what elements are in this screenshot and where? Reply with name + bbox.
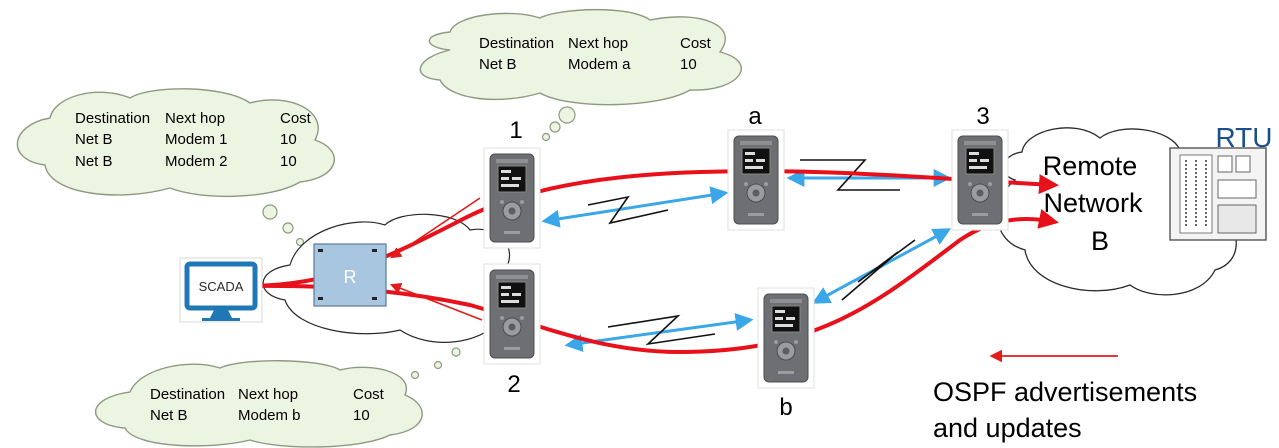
table-cell: Net B [75,153,113,170]
thought-bubble [282,222,294,234]
table-cell: 10 [280,153,297,170]
legend-label-line2: and updates [933,413,1082,443]
modem-b [757,287,815,389]
remote-network-label-line3: B [1091,226,1109,256]
routing-table-cloud-top [419,8,742,106]
node-label-2: 2 [507,371,520,398]
thought-bubble [541,132,551,142]
route-path-lower [249,209,1059,355]
scada-monitor-icon: SCADA [179,257,263,323]
router-icon: R [313,243,387,307]
table-cell: 10 [353,407,370,424]
table-cell: Net B [75,131,113,148]
thought-bubble [262,204,278,220]
rtu-icon [1169,147,1267,241]
modem-2 [483,263,541,365]
ospf-advert-arrow [390,197,481,259]
rtu-label: RTU [1215,122,1272,153]
table-cell: 10 [280,131,297,148]
routing-table-left: Destination Next hop Cost Net B Modem 1 … [75,110,312,170]
radio-link-1-a [541,186,729,228]
thought-bubble [451,347,461,357]
local-network-cloud [262,213,520,343]
table-cell: Modem b [238,407,301,424]
scada-label: SCADA [199,279,244,294]
remote-network-label-line1: Remote [1043,151,1138,181]
table-header-next-hop: Next hop [568,35,628,52]
modem-3 [951,129,1009,231]
table-header-next-hop: Next hop [165,110,225,127]
radio-link-b-3 [811,228,952,304]
table-header-next-hop: Next hop [238,386,298,403]
table-header-cost: Cost [353,386,385,403]
routing-table-cloud-bottom [95,360,423,448]
modem-1 [483,147,541,249]
thought-bubble [295,237,305,247]
routing-table-cloud-left [16,88,335,198]
routing-table-top: Destination Next hop Cost Net B Modem a … [479,35,712,73]
legend-label-line1: OSPF advertisements [933,377,1197,407]
table-cell: Net B [479,56,517,73]
table-header-destination: Destination [479,35,554,52]
table-header-destination: Destination [150,386,225,403]
thought-bubble [558,106,576,124]
modem-a [727,129,785,231]
router-label: R [344,267,357,287]
table-cell: Modem a [568,56,631,73]
thought-bubble [433,360,443,370]
thought-bubble [549,121,561,133]
table-cell: Modem 2 [165,153,228,170]
table-header-cost: Cost [680,35,712,52]
node-label-b: b [779,394,792,421]
thought-bubble [410,370,420,380]
table-header-destination: Destination [75,110,150,127]
table-header-cost: Cost [280,110,312,127]
table-cell: Modem 1 [165,131,228,148]
routing-table-bottom: Destination Next hop Cost Net B Modem b … [150,386,385,424]
node-label-a: a [748,103,762,130]
node-label-1: 1 [509,117,522,144]
table-cell: Net B [150,407,188,424]
remote-network-label-line2: Network [1043,188,1143,218]
ospf-advert-arrow [389,283,483,321]
node-label-3: 3 [976,103,989,130]
table-cell: 10 [680,56,697,73]
